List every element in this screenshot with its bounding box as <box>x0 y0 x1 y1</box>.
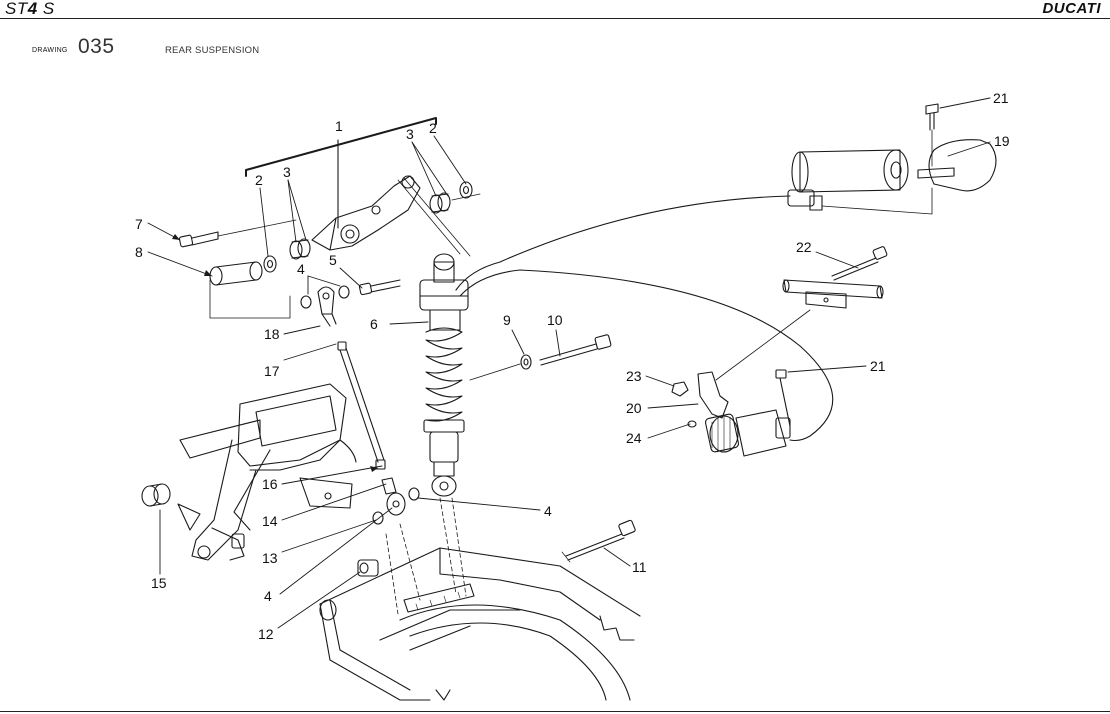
adjuster-knob-20 <box>697 369 791 457</box>
footer-rule <box>0 711 1110 712</box>
callout-18: 18 <box>264 326 280 342</box>
spacer-12 <box>357 559 379 577</box>
washer-24 <box>687 420 697 428</box>
callout-21-lower: 21 <box>870 358 886 374</box>
drawing-title: REAR SUSPENSION <box>165 45 260 56</box>
washer-right <box>459 181 473 199</box>
callout-22: 22 <box>796 239 812 255</box>
bushing-15 <box>141 483 171 507</box>
spacer-8 <box>209 261 263 286</box>
rod-end-18 <box>300 285 350 327</box>
model-name: ST4 S <box>5 0 55 19</box>
swingarm <box>319 547 641 701</box>
callout-numbers: 1 2 3 3 2 7 8 5 4 6 18 17 9 10 16 14 13 … <box>135 90 1010 642</box>
bolt-11 <box>561 519 636 563</box>
callout-1: 1 <box>335 118 343 134</box>
washer-9 <box>520 354 532 370</box>
screw-21-top <box>925 103 939 131</box>
leader-arrows <box>172 234 378 472</box>
drawing-number: 035 <box>78 35 115 58</box>
clamp-19 <box>917 139 997 192</box>
callout-3-right: 3 <box>406 126 414 142</box>
callout-15: 15 <box>151 575 167 591</box>
bolt-10 <box>539 334 612 366</box>
group-bracket-1 <box>245 117 437 229</box>
needle-bearing-left <box>289 238 311 260</box>
frame-bracket <box>177 383 357 561</box>
model-number: 4 <box>27 0 38 18</box>
callout-4-lower: 4 <box>264 588 272 604</box>
washer-left <box>263 255 277 273</box>
bolt-7 <box>178 231 219 248</box>
callout-2-right: 2 <box>429 120 437 136</box>
reservoir <box>787 149 909 211</box>
callout-5: 5 <box>329 252 337 268</box>
callout-11: 11 <box>632 559 647 575</box>
preload-hose <box>455 195 834 442</box>
nut-23 <box>671 381 689 397</box>
callout-10: 10 <box>547 312 563 328</box>
callout-4-right: 4 <box>544 503 552 519</box>
header-rule <box>0 18 1110 19</box>
callout-14: 14 <box>262 513 278 529</box>
callout-20: 20 <box>626 400 642 416</box>
model-suffix: S <box>37 0 55 18</box>
callout-8: 8 <box>135 244 143 260</box>
callout-6: 6 <box>370 316 378 332</box>
callout-9: 9 <box>503 312 511 328</box>
leader-lines <box>147 97 991 629</box>
tie-rod-17 <box>337 341 386 470</box>
needle-bearing-right <box>429 192 451 214</box>
bolt-22 <box>831 246 888 281</box>
drawing-label: DRAWING <box>32 47 68 54</box>
callout-19: 19 <box>994 133 1010 149</box>
callout-4-upper: 4 <box>297 261 305 277</box>
callout-21-top: 21 <box>993 90 1009 106</box>
bolt-5 <box>358 279 401 296</box>
callout-7: 7 <box>135 216 143 232</box>
assembly-guides <box>385 497 467 615</box>
callout-2-left: 2 <box>255 172 263 188</box>
bracket-22 <box>782 279 884 309</box>
callout-12: 12 <box>258 626 274 642</box>
model-prefix: ST <box>5 0 28 18</box>
callout-3-left: 3 <box>283 164 291 180</box>
rod-end-lower <box>372 477 420 525</box>
brand-logo: DUCATI <box>1042 0 1101 17</box>
callout-16: 16 <box>262 476 278 492</box>
shock-absorber-6 <box>419 253 469 497</box>
callout-17: 17 <box>264 363 280 379</box>
callout-23: 23 <box>626 368 642 384</box>
callout-13: 13 <box>262 550 278 566</box>
rocker-linkage <box>311 175 421 251</box>
callout-24: 24 <box>626 430 642 446</box>
